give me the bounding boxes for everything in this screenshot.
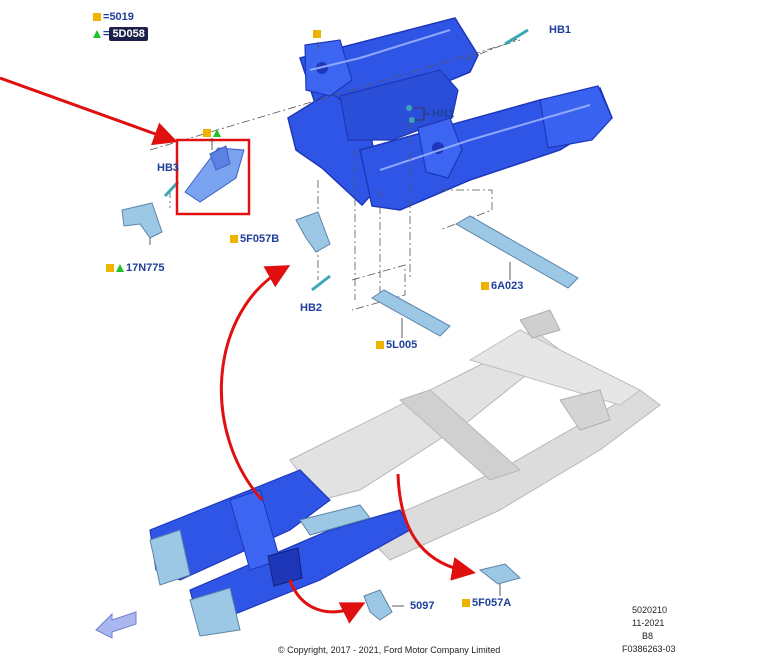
reference-figure: F0386263-03 — [622, 644, 676, 654]
callout-17n775-text: 17N775 — [126, 262, 165, 274]
triangle-marker-icon — [93, 30, 101, 39]
callout-5l005-text: 5L005 — [386, 339, 418, 351]
copyright-text: © Copyright, 2017 - 2021, Ford Motor Com… — [278, 645, 501, 655]
callout-hb3: HB3 — [157, 162, 180, 174]
bar-5l005 — [371, 289, 451, 338]
isolator-5097 — [363, 589, 404, 621]
legend-equals-2: = — [103, 28, 110, 40]
square-marker-icon — [376, 341, 384, 350]
bolt-hb1 — [504, 28, 529, 46]
square-marker-icon — [203, 129, 211, 138]
frame-marker — [313, 28, 323, 41]
bolt-hb2 — [311, 274, 331, 292]
callout-hb1: HB1 — [549, 24, 572, 36]
front-frame-section — [287, 17, 613, 211]
callout-5097: 5097 — [410, 600, 435, 612]
front-direction-arrow — [95, 611, 137, 639]
reference-code: 5020210 — [632, 605, 668, 615]
callout-17n775: 17N775 — [106, 262, 165, 275]
square-marker-icon — [481, 282, 489, 291]
legend-square-code: 5019 — [109, 11, 134, 23]
bar-6a023 — [454, 215, 579, 289]
callout-6a023-text: 6A023 — [491, 280, 524, 292]
legend-equals: = — [103, 11, 110, 23]
full-frame-assembly — [149, 309, 661, 637]
legend-triangle-code: 5D058 — [109, 27, 148, 41]
highlighted-bracket — [175, 138, 251, 216]
triangle-marker-icon — [213, 129, 221, 138]
callout-5f057a: 5F057A — [462, 597, 511, 610]
bracket-5f057b — [295, 211, 331, 253]
bracket-17n775 — [121, 202, 163, 245]
triangle-marker-icon — [116, 264, 124, 273]
legend-triangle-row: =5D058 — [93, 27, 148, 41]
explode-arrows — [219, 265, 476, 624]
red-pointer-arrow — [0, 76, 178, 146]
callout-5l005: 5L005 — [376, 339, 417, 352]
square-marker-icon — [93, 13, 101, 22]
legend-square-row: =5019 — [93, 11, 134, 23]
bracket-5f057a — [478, 563, 521, 596]
reference-date: 11-2021 — [632, 618, 665, 628]
square-marker-icon — [230, 235, 238, 244]
square-marker-icon — [106, 264, 114, 273]
square-marker-icon — [313, 30, 321, 39]
reference-variant: B8 — [642, 631, 654, 641]
callout-hn1: HN1 — [432, 108, 455, 120]
fasteners-hn1 — [406, 105, 430, 123]
callout-6a023: 6A023 — [481, 280, 523, 293]
callout-hb2: HB2 — [300, 302, 323, 314]
bracket-markers — [203, 127, 223, 140]
callout-5f057a-text: 5F057A — [472, 597, 512, 609]
square-marker-icon — [462, 599, 470, 608]
callout-5f057b: 5F057B — [230, 233, 279, 246]
callout-5f057b-text: 5F057B — [240, 233, 280, 245]
